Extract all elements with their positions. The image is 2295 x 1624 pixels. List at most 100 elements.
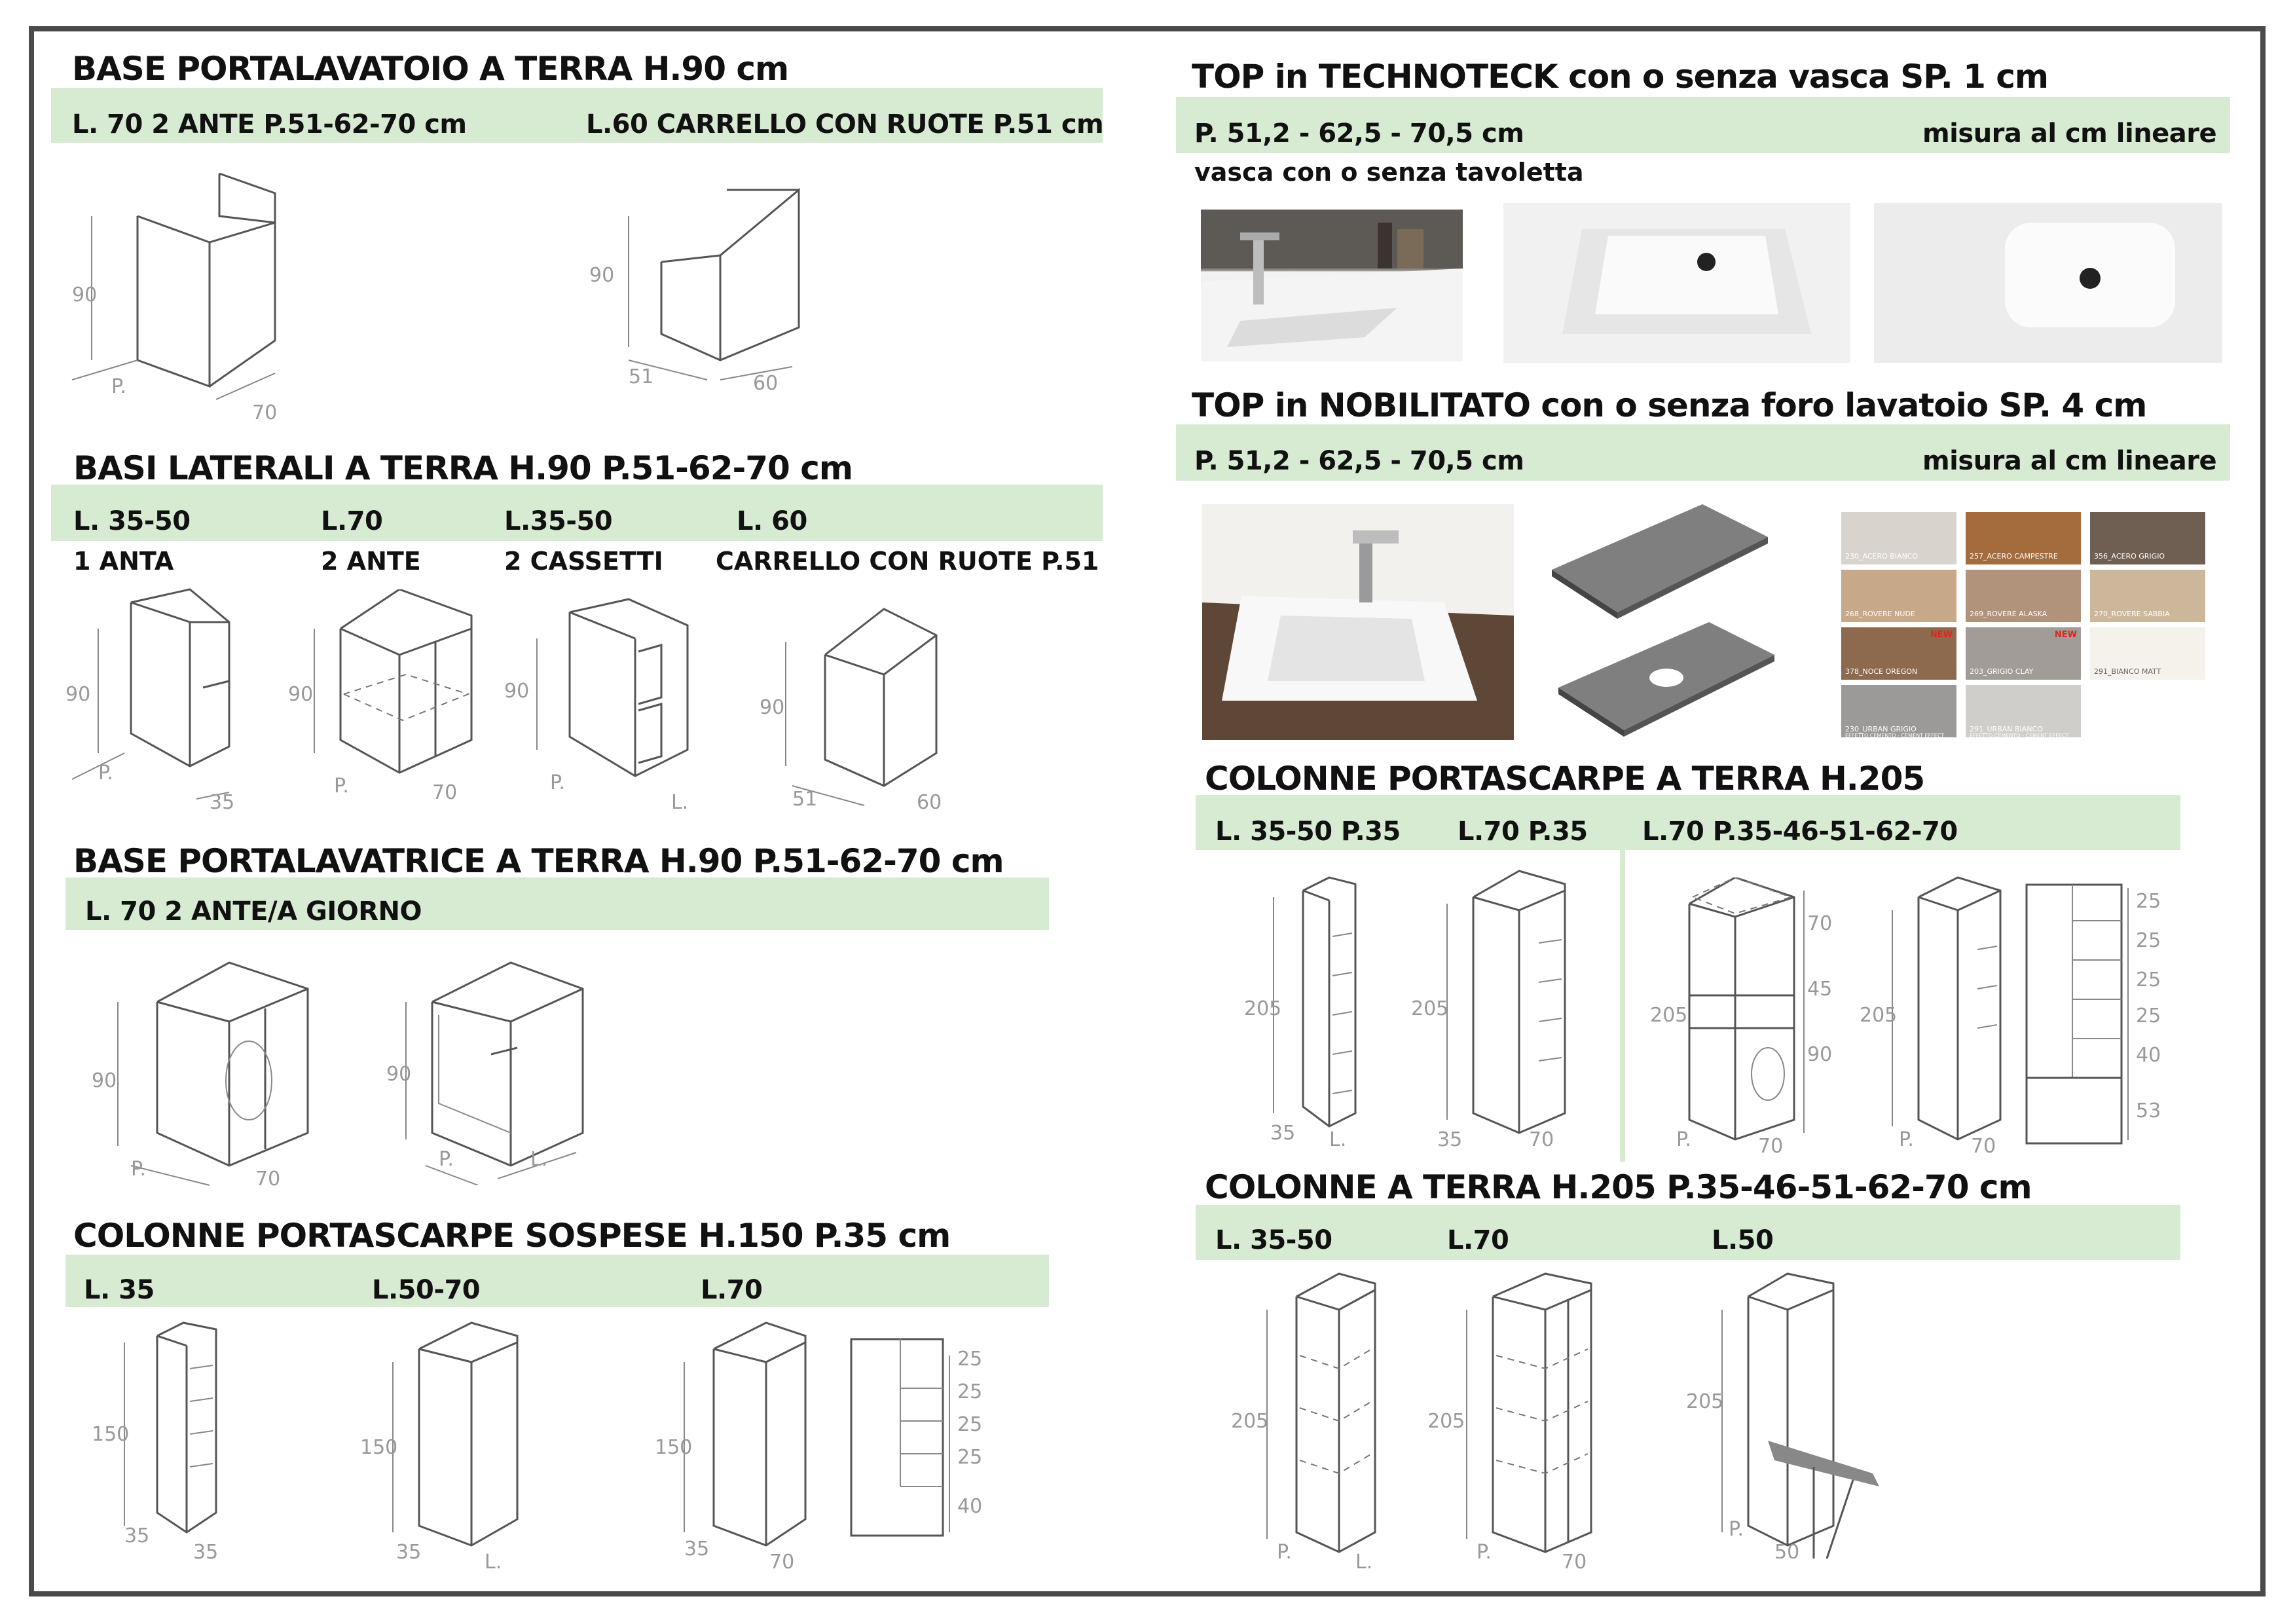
dim-depth: P. bbox=[98, 762, 113, 784]
drawing-colonna-terra-35: 205 35 L. bbox=[1231, 871, 1388, 1159]
variant-label: L. 70 2 ANTE P.51-62-70 cm bbox=[72, 109, 467, 139]
dim-shelf: 25 bbox=[957, 1413, 982, 1436]
drawing-colonna-70: 205 P. 70 bbox=[1421, 1270, 1617, 1572]
drawing-portalavatrice-giorno: 90 P. L. bbox=[386, 950, 648, 1185]
dim-width: L. bbox=[671, 791, 688, 814]
dim-width: 70 bbox=[1758, 1135, 1783, 1158]
drawing-base-2-ante: 90 P. 70 bbox=[59, 164, 334, 426]
note-label: vasca con o senza tavoletta bbox=[1194, 158, 1584, 187]
label-band bbox=[1176, 97, 2230, 153]
dim-width: L. bbox=[530, 1148, 547, 1171]
dim-width: 70 bbox=[1529, 1128, 1554, 1151]
finish-swatch-label: 257_ACERO CAMPESTRE bbox=[1970, 552, 2058, 561]
label-band bbox=[1196, 795, 2180, 850]
finish-swatch-sublabel: EFFETTO CEMENTO - CEMENT EFFECT bbox=[1845, 733, 1945, 739]
photo-technoteck-vasca-detail bbox=[1874, 203, 2222, 363]
measure-label: misura al cm lineare bbox=[1922, 446, 2217, 476]
dim-depth: 35 bbox=[124, 1524, 149, 1547]
label-band bbox=[65, 1255, 1049, 1307]
dim-depth: P. bbox=[1277, 1541, 1292, 1564]
drawing-colonna-sospesa-50-70: 150 35 L. bbox=[354, 1316, 550, 1572]
dim-height: 90 bbox=[65, 683, 90, 706]
dim-height: 205 bbox=[1650, 1004, 1687, 1027]
drawing-colonna-sospesa-70: 150 35 70 bbox=[642, 1316, 838, 1572]
label-band bbox=[65, 877, 1049, 930]
dim-shelf: 53 bbox=[2136, 1099, 2161, 1122]
variant-label: L. 35-50 bbox=[1215, 1225, 1332, 1255]
dim-shelf: 40 bbox=[2136, 1044, 2161, 1067]
drawing-colonna-lavatrice: 205 70 45 90 P. 70 bbox=[1637, 877, 1833, 1159]
dim-height: 150 bbox=[655, 1436, 692, 1459]
column-divider bbox=[1620, 850, 1625, 1162]
photo-nobilitato-lavatoio bbox=[1202, 504, 1514, 740]
dim-height: 90 bbox=[386, 1063, 411, 1086]
dim-width: 50 bbox=[1774, 1541, 1799, 1559]
depth-label: P. 51,2 - 62,5 - 70,5 cm bbox=[1194, 119, 1524, 149]
dim-height: 90 bbox=[92, 1069, 117, 1092]
variant-type: 1 ANTA bbox=[73, 547, 174, 576]
dim-width: L. bbox=[485, 1551, 502, 1572]
variant-label: L. 60 bbox=[737, 506, 807, 536]
variant-label: L.70 bbox=[321, 506, 383, 536]
dim-depth: P. bbox=[1899, 1128, 1914, 1151]
dim-depth: P. bbox=[439, 1148, 454, 1171]
dim-width: 60 bbox=[917, 791, 942, 814]
dim-depth: P. bbox=[131, 1158, 146, 1181]
dim-depth: P. bbox=[550, 771, 565, 794]
dim-width: L. bbox=[1329, 1128, 1346, 1151]
dim-width: 70 bbox=[1562, 1551, 1587, 1572]
drawing-colonna-35-50: 205 P. L. bbox=[1224, 1270, 1395, 1572]
variant-label: L.70 P.35 bbox=[1458, 817, 1588, 847]
dim-depth: P. bbox=[111, 375, 126, 398]
dim-width: 60 bbox=[753, 372, 778, 393]
section-title-top-nobilitato: TOP in NOBILITATO con o senza foro lavat… bbox=[1192, 386, 2147, 424]
variant-label: L.70 bbox=[701, 1275, 763, 1305]
variant-label: L. 35-50 P.35 bbox=[1215, 817, 1401, 847]
finish-swatch: 378_NOCE OREGON NEW bbox=[1841, 627, 1956, 680]
drawing-base-2-ante-laterale: 90 P. 70 bbox=[288, 589, 511, 812]
finish-swatch-label: 269_ROVERE ALASKA bbox=[1970, 610, 2047, 618]
dim-shelf: 25 bbox=[957, 1348, 982, 1371]
page-frame bbox=[29, 26, 2266, 1596]
dim-depth: 35 bbox=[1270, 1122, 1295, 1145]
variant-type: CARRELLO CON RUOTE P.51 bbox=[716, 547, 1099, 576]
dim-height: 205 bbox=[1427, 1410, 1465, 1433]
dim-depth: 35 bbox=[1437, 1128, 1462, 1151]
finish-swatch-label: 291_BIANCO MATT bbox=[2094, 667, 2161, 676]
dim-shelf: 25 bbox=[2136, 890, 2161, 913]
dim-shelf: 25 bbox=[957, 1380, 982, 1403]
new-badge: NEW bbox=[1930, 630, 1953, 640]
finish-swatch-label: 378_NOCE OREGON bbox=[1845, 667, 1918, 676]
drawing-base-1-anta: 90 P. 35 bbox=[59, 583, 282, 819]
finish-swatch-label: 270_ROVERE SABBIA bbox=[2094, 610, 2170, 618]
dim-depth: P. bbox=[1676, 1128, 1691, 1151]
new-badge: NEW bbox=[2054, 630, 2077, 640]
finish-swatch-label: 230_ACERO BIANCO bbox=[1845, 552, 1919, 561]
drawing-colonna-terra-70: 205 35 70 bbox=[1408, 864, 1604, 1159]
section-title-top-technoteck: TOP in TECHNOTECK con o senza vasca SP. … bbox=[1192, 58, 2049, 96]
finish-swatch-sublabel: EFFETTO CEMENTO - CEMENT EFFECT bbox=[1970, 733, 2069, 739]
finish-swatch: 268_ROVERE NUDE bbox=[1841, 570, 1956, 622]
dim-height: 205 bbox=[1244, 997, 1281, 1020]
measure-label: misura al cm lineare bbox=[1922, 119, 2217, 149]
dim-height: 90 bbox=[288, 683, 313, 706]
dim-height: 90 bbox=[72, 284, 97, 306]
depth-label: P. 51,2 - 62,5 - 70,5 cm bbox=[1194, 446, 1524, 476]
dim-width: 70 bbox=[1971, 1135, 1996, 1158]
dim-depth: 35 bbox=[684, 1538, 709, 1560]
finish-swatch-label: 268_ROVERE NUDE bbox=[1845, 610, 1915, 618]
dim-depth: P. bbox=[1477, 1541, 1492, 1564]
finish-swatch: 269_ROVERE ALASKA bbox=[1966, 570, 2081, 622]
dim-shelf: 25 bbox=[2136, 969, 2161, 991]
finish-swatch: 270_ROVERE SABBIA bbox=[2090, 570, 2205, 622]
dim-width: 70 bbox=[252, 401, 277, 424]
dim-width: 35 bbox=[193, 1541, 218, 1564]
dim-height: 205 bbox=[1860, 1004, 1897, 1027]
dim-shelf: 25 bbox=[957, 1446, 982, 1469]
dim-height: 205 bbox=[1231, 1410, 1268, 1433]
dim-width: 70 bbox=[769, 1551, 794, 1572]
drawing-colonna-terra-70-b: 205 P. 70 bbox=[1846, 871, 2017, 1159]
